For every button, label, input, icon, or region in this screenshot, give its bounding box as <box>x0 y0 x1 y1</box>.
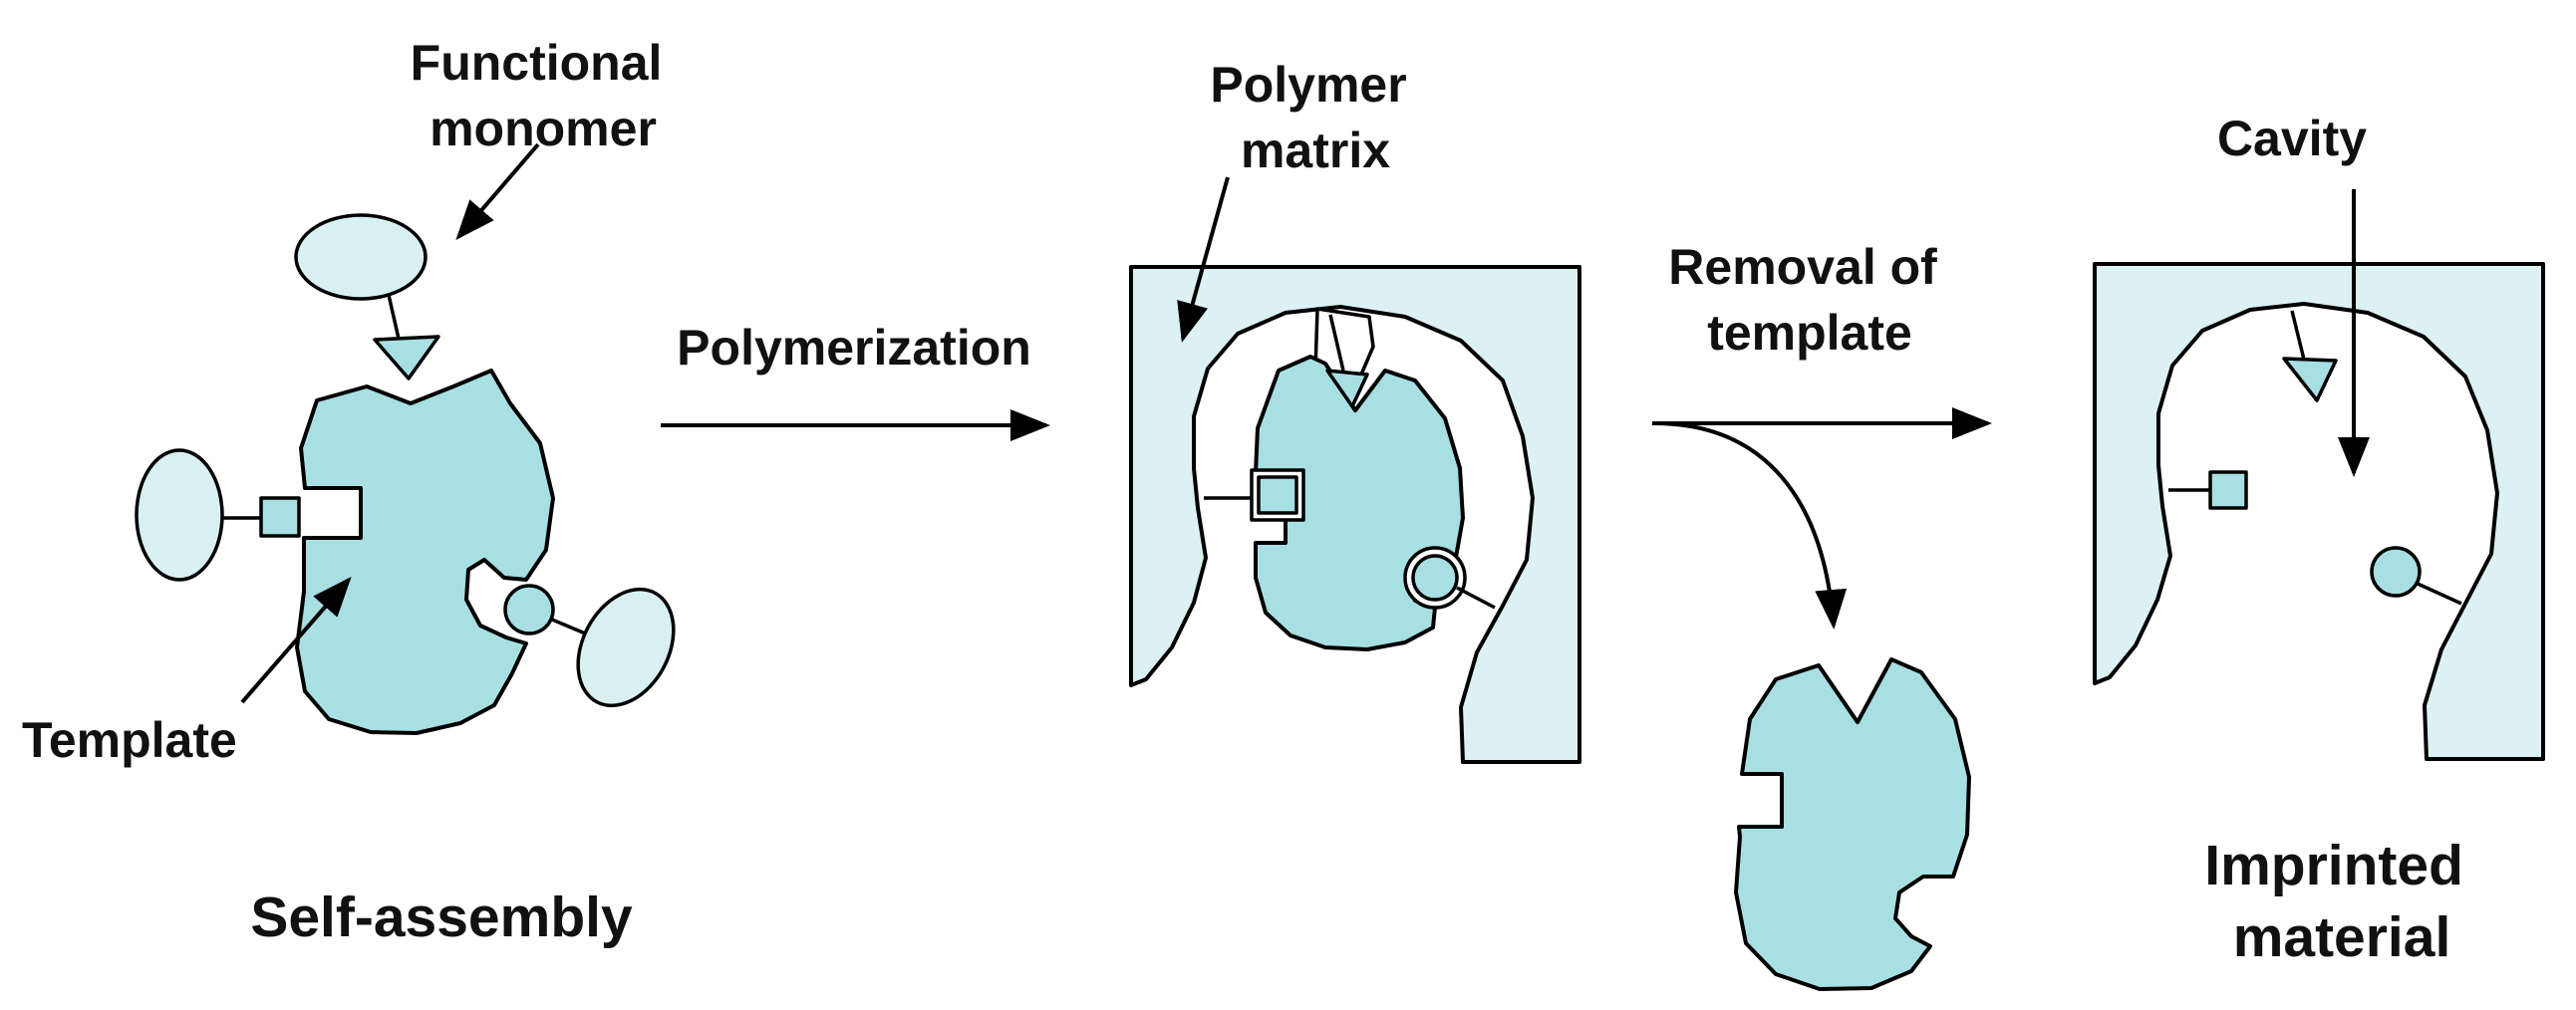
self-assembly-label: Self-assembly <box>250 885 633 949</box>
cavity-triangle-site <box>2282 357 2338 402</box>
released-template-shape <box>1734 657 1971 991</box>
matrix-monomer-triangle <box>1325 369 1369 408</box>
cavity-linker-circle <box>2417 582 2462 606</box>
functional-monomer-arrow <box>455 142 540 241</box>
polymer-matrix-block <box>1129 265 1581 764</box>
monomer-ellipse-left <box>135 448 224 582</box>
polymer-matrix-arrow <box>1177 176 1230 343</box>
imprinted-matrix-block <box>2093 262 2545 761</box>
imprinted-label-line1: Imprinted <box>2204 834 2463 897</box>
functional-monomer-label: Functional monomer <box>411 35 677 156</box>
polymer-matrix-label-line1: Polymer <box>1210 57 1406 113</box>
matrix-monomer-circle <box>1411 554 1459 602</box>
cavity-linker-triangle <box>2290 310 2307 365</box>
released-template-arrow <box>1653 421 1848 630</box>
polymer-matrix-label: Polymer matrix <box>1210 57 1420 178</box>
polymerization-step: Polymerization <box>661 320 1050 441</box>
functional-monomer-label-line1: Functional <box>411 35 663 91</box>
removal-label-line1: Removal of <box>1668 239 1937 295</box>
cavity-square-site <box>2208 470 2248 510</box>
cavity-label: Cavity <box>2217 111 2367 166</box>
template-removal-step: Removal of template <box>1652 239 1992 991</box>
self-assembly-stage: Functional monomer Template Self-assembl… <box>22 35 677 949</box>
polymer-matrix-stage: Polymer matrix <box>1129 57 1581 764</box>
imprinted-material-label: Imprinted material <box>2204 834 2479 969</box>
matrix-linker-circle <box>1456 586 1496 610</box>
monomer-square <box>259 496 301 538</box>
monomer-ellipse-top <box>294 213 428 301</box>
imprinted-material-stage: Cavity Imprinted material <box>2093 111 2545 969</box>
monomer-triangle <box>373 335 440 380</box>
functional-monomer-label-line2: monomer <box>429 101 657 156</box>
removal-label-line2: template <box>1707 305 1912 361</box>
monomer-linker-top <box>387 294 401 340</box>
cavity-circle-site <box>2370 546 2422 598</box>
removal-of-template-label: Removal of template <box>1668 239 1950 361</box>
template-molecule-shape <box>295 369 555 735</box>
matrix-linker-triangle <box>1328 314 1345 372</box>
template-arrow <box>240 576 352 704</box>
imprinted-label-line2: material <box>2233 905 2451 969</box>
template-label: Template <box>22 712 237 768</box>
polymer-matrix-label-line2: matrix <box>1241 123 1390 178</box>
matrix-monomer-square <box>1257 475 1298 515</box>
monomer-circle <box>503 584 555 635</box>
polymerization-label: Polymerization <box>677 320 1031 376</box>
monomer-ellipse-right <box>576 587 676 708</box>
